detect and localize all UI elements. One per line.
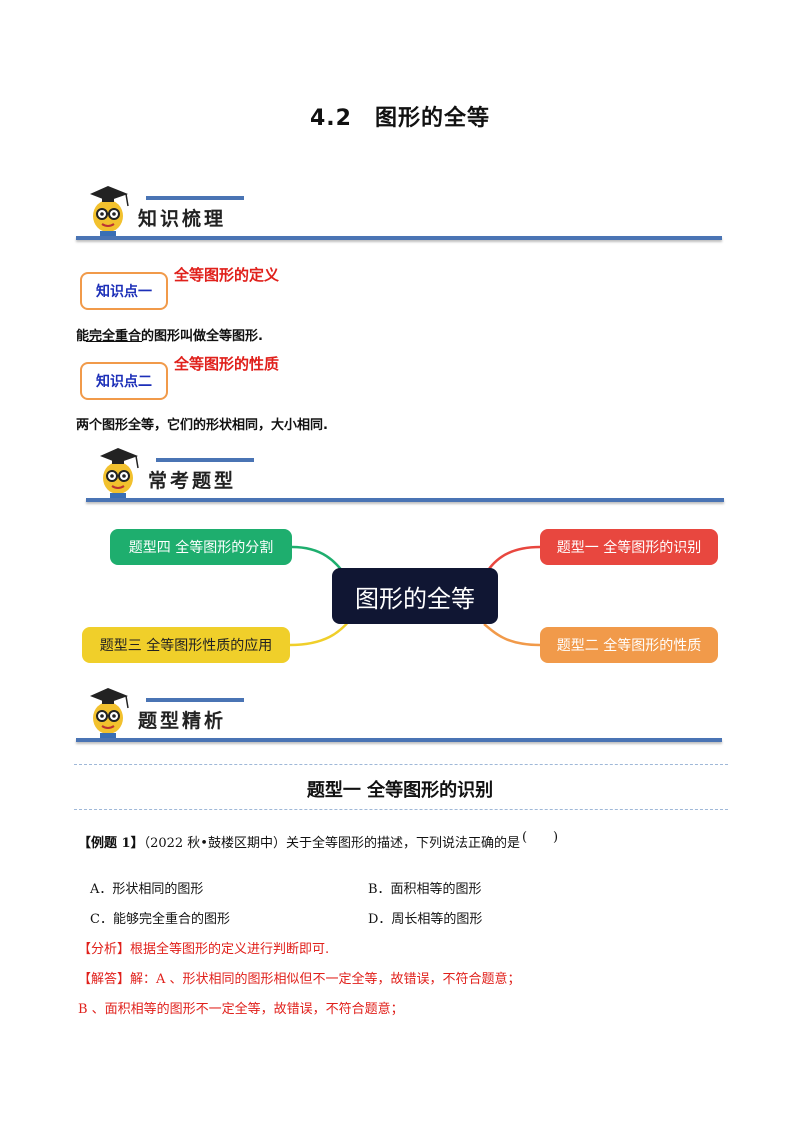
- section-label: 题型精析: [138, 710, 227, 732]
- mindmap-node-type1: 题型一 全等图形的识别: [540, 529, 718, 565]
- section-header-type-analysis: 题型精析: [76, 684, 726, 750]
- mascot-icon: [100, 448, 139, 500]
- section-divider: [76, 738, 722, 742]
- section-topbar: [146, 698, 244, 702]
- mascot-icon: [90, 186, 129, 238]
- option-b: B．面积相等的图形: [368, 882, 482, 897]
- knowledge-point-1-title: 全等图形的定义: [174, 266, 280, 284]
- example-label: 【例题 1】: [78, 836, 144, 851]
- mindmap-center: 图形的全等: [332, 568, 498, 624]
- knowledge-point-1-text: 能完全重合的图形叫做全等图形.: [76, 329, 263, 344]
- knowledge-point-2-text: 两个图形全等，它们的形状相同，大小相同.: [76, 418, 328, 433]
- answer-line-1: 【解答】解：A 、形状相同的图形相似但不一定全等，故错误，不符合题意；: [78, 972, 521, 987]
- mindmap-node-type3: 题型三 全等图形性质的应用: [82, 627, 290, 663]
- analysis-text: 【分析】根据全等图形的定义进行判断即可.: [78, 942, 330, 957]
- dashed-divider-top: [74, 764, 728, 765]
- section-header-common-types: 常考题型: [86, 444, 736, 510]
- option-a: A．形状相同的图形: [90, 882, 204, 897]
- underline: [86, 341, 142, 342]
- section-label: 知识梳理: [138, 208, 227, 230]
- example-question: 【例题 1】（2022 秋•鼓楼区期中）关于全等图形的描述，下列说法正确的是( …: [78, 830, 559, 851]
- section-divider: [76, 236, 722, 240]
- answer-line-2: B 、面积相等的图形不一定全等，故错误，不符合题意；: [78, 1002, 404, 1017]
- section-topbar: [146, 196, 244, 200]
- option-c: C．能够完全重合的图形: [90, 912, 230, 927]
- section-label: 常考题型: [148, 470, 237, 492]
- knowledge-point-1-box: 知识点一: [80, 272, 168, 310]
- example-text: （2022 秋•鼓楼区期中）关于全等图形的描述，下列说法正确的是: [143, 836, 520, 851]
- option-d: D．周长相等的图形: [368, 912, 483, 927]
- page-title: 4.2 图形的全等: [310, 106, 490, 131]
- type-heading: 题型一 全等图形的识别: [306, 780, 494, 801]
- section-header-knowledge: 知识梳理: [76, 182, 726, 248]
- mindmap-node-type4: 题型四 全等图形的分割: [110, 529, 292, 565]
- answer-paren: ( ): [521, 830, 559, 845]
- mascot-icon: [90, 688, 129, 740]
- dashed-divider-bottom: [74, 809, 728, 810]
- mindmap-node-type2: 题型二 全等图形的性质: [540, 627, 718, 663]
- section-topbar: [156, 458, 254, 462]
- knowledge-point-2-box: 知识点二: [80, 362, 168, 400]
- section-divider: [86, 498, 724, 502]
- knowledge-point-2-title: 全等图形的性质: [174, 355, 280, 373]
